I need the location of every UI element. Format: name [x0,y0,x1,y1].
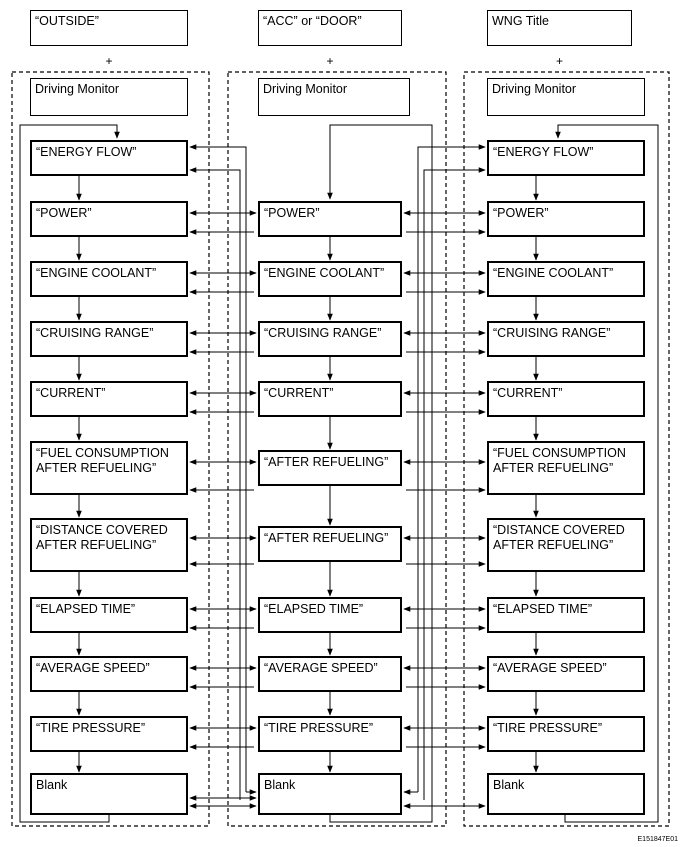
screen-box-c1-1: “ENERGY FLOW” [30,140,188,176]
screen-box-c3-2: “POWER” [487,201,645,237]
column-header-1: “OUTSIDE” [30,10,188,46]
loop-line-right [555,124,659,823]
screen-box-c1-6: “FUEL CONSUMPTION AFTER REFUELING” [30,441,188,495]
screen-box-c2-8: “AVERAGE SPEED” [258,656,402,692]
screen-box-c1-2: “POWER” [30,201,188,237]
screen-box-c3-9: “AVERAGE SPEED” [487,656,645,692]
screen-box-c3-6: “FUEL CONSUMPTION AFTER REFUELING” [487,441,645,495]
screen-box-c1-3: “ENGINE COOLANT” [30,261,188,297]
screen-box-c3-1: “ENERGY FLOW” [487,140,645,176]
screen-box-c3-5: “CURRENT” [487,381,645,417]
screen-box-c3-10: “TIRE PRESSURE” [487,716,645,752]
screen-box-c2-5: “AFTER REFUELING” [258,450,402,486]
group-frame-2 [227,71,447,827]
screen-box-c2-10: Blank [258,773,402,815]
screen-box-c1-5: “CURRENT” [30,381,188,417]
screen-box-c1-8: “ELAPSED TIME” [30,597,188,633]
driving-monitor-box-1: Driving Monitor [30,78,188,116]
loop-line-left [19,124,120,823]
plus-sign: + [326,54,334,68]
screen-box-c1-4: “CRUISING RANGE” [30,321,188,357]
screen-box-c1-9: “AVERAGE SPEED” [30,656,188,692]
screen-box-c3-7: “DISTANCE COVERED AFTER REFUELING” [487,518,645,572]
screen-box-c2-4: “CURRENT” [258,381,402,417]
group-frame-3 [463,71,670,827]
driving-monitor-box-2: Driving Monitor [258,78,410,116]
driving-monitor-box-3: Driving Monitor [487,78,645,116]
bus-right-energy [417,144,486,792]
bus-right-energy-2 [423,167,486,800]
screen-box-c1-7: “DISTANCE COVERED AFTER REFUELING” [30,518,188,572]
screen-box-c2-2: “ENGINE COOLANT” [258,261,402,297]
screen-box-c1-10: “TIRE PRESSURE” [30,716,188,752]
figure-code: E151847E01 [637,836,678,843]
screen-box-c3-8: “ELAPSED TIME” [487,597,645,633]
plus-sign: + [555,54,563,68]
plus-sign: + [105,54,113,68]
screen-box-c1-11: Blank [30,773,188,815]
screen-box-c3-3: “ENGINE COOLANT” [487,261,645,297]
screen-box-c2-6: “AFTER REFUELING” [258,526,402,562]
loop-line-middle [327,124,433,823]
group-frame-1 [11,71,210,827]
screen-box-c2-9: “TIRE PRESSURE” [258,716,402,752]
column-header-2: “ACC” or “DOOR” [258,10,402,46]
column-header-3: WNG Title [487,10,632,46]
screen-box-c3-11: Blank [487,773,645,815]
screen-box-c2-7: “ELAPSED TIME” [258,597,402,633]
screen-box-c2-1: “POWER” [258,201,402,237]
screen-box-c2-3: “CRUISING RANGE” [258,321,402,357]
bus-left-energy [189,167,241,800]
screen-box-c3-4: “CRUISING RANGE” [487,321,645,357]
bus-left-energy-2 [189,144,247,792]
